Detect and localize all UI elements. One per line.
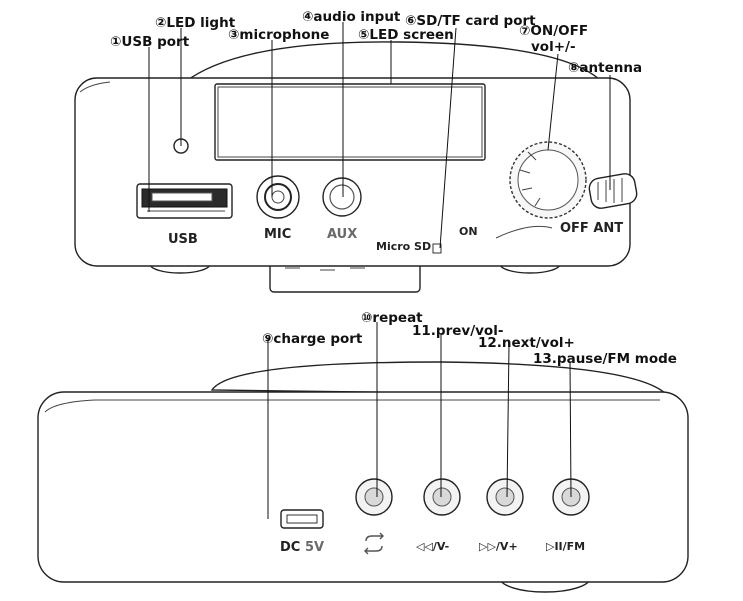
callout-led-light: ②LED light (155, 15, 236, 31)
mic-label: MIC (264, 227, 291, 242)
callout-next-vol: 12.next/vol+ (478, 335, 575, 351)
pause-fm-label: ▷II/FM (546, 540, 585, 553)
dc-label: DC (280, 540, 300, 555)
usb-label: USB (168, 232, 198, 247)
sd-card-slot[interactable] (432, 243, 442, 254)
callout-on-off: ⑦ON/OFF (519, 23, 588, 39)
next-label: ▷▷/V+ (479, 540, 518, 553)
antenna[interactable] (588, 172, 639, 210)
next-button[interactable] (486, 478, 524, 516)
microsd-label: Micro SD (376, 240, 431, 253)
callout-charge-port: ⑨charge port (262, 331, 363, 347)
callout-prev-vol: 11.prev/vol- (412, 323, 503, 339)
top-leader-lines (148, 22, 611, 249)
repeat-button[interactable] (355, 478, 393, 516)
on-off-arc (495, 225, 553, 239)
callout-microphone: ③microphone (228, 27, 329, 43)
led-screen (214, 83, 486, 161)
callout-repeat: ⑩repeat (361, 310, 423, 326)
callout-antenna: ⑧antenna (568, 60, 642, 76)
usb-port[interactable] (136, 183, 233, 219)
volume-knob[interactable] (509, 141, 587, 219)
callout-pause-fm: 13.pause/FM mode (533, 351, 677, 367)
callout-audio-input: ④audio input (302, 9, 401, 25)
callout-led-screen: ⑤LED screen (358, 27, 454, 43)
dc-volt-label: 5V (305, 540, 324, 555)
repeat-icon (364, 532, 384, 555)
bottom-leader-lines (267, 322, 572, 519)
microphone-jack[interactable] (256, 175, 300, 219)
prev-label: ◁◁/V- (416, 540, 449, 553)
rear-view-device (37, 361, 689, 593)
callout-sd-card-port: ⑥SD/TF card port (405, 13, 536, 29)
prev-button[interactable] (423, 478, 461, 516)
callout-usb-port: ①USB port (110, 34, 190, 50)
top-view-device (74, 41, 639, 293)
aux-label: AUX (327, 227, 357, 242)
callout-vol: vol+/- (531, 39, 576, 55)
charge-port[interactable] (280, 509, 324, 529)
on-label: ON (459, 225, 478, 238)
aux-jack[interactable] (322, 177, 362, 217)
off-ant-label: OFF ANT (560, 221, 623, 236)
